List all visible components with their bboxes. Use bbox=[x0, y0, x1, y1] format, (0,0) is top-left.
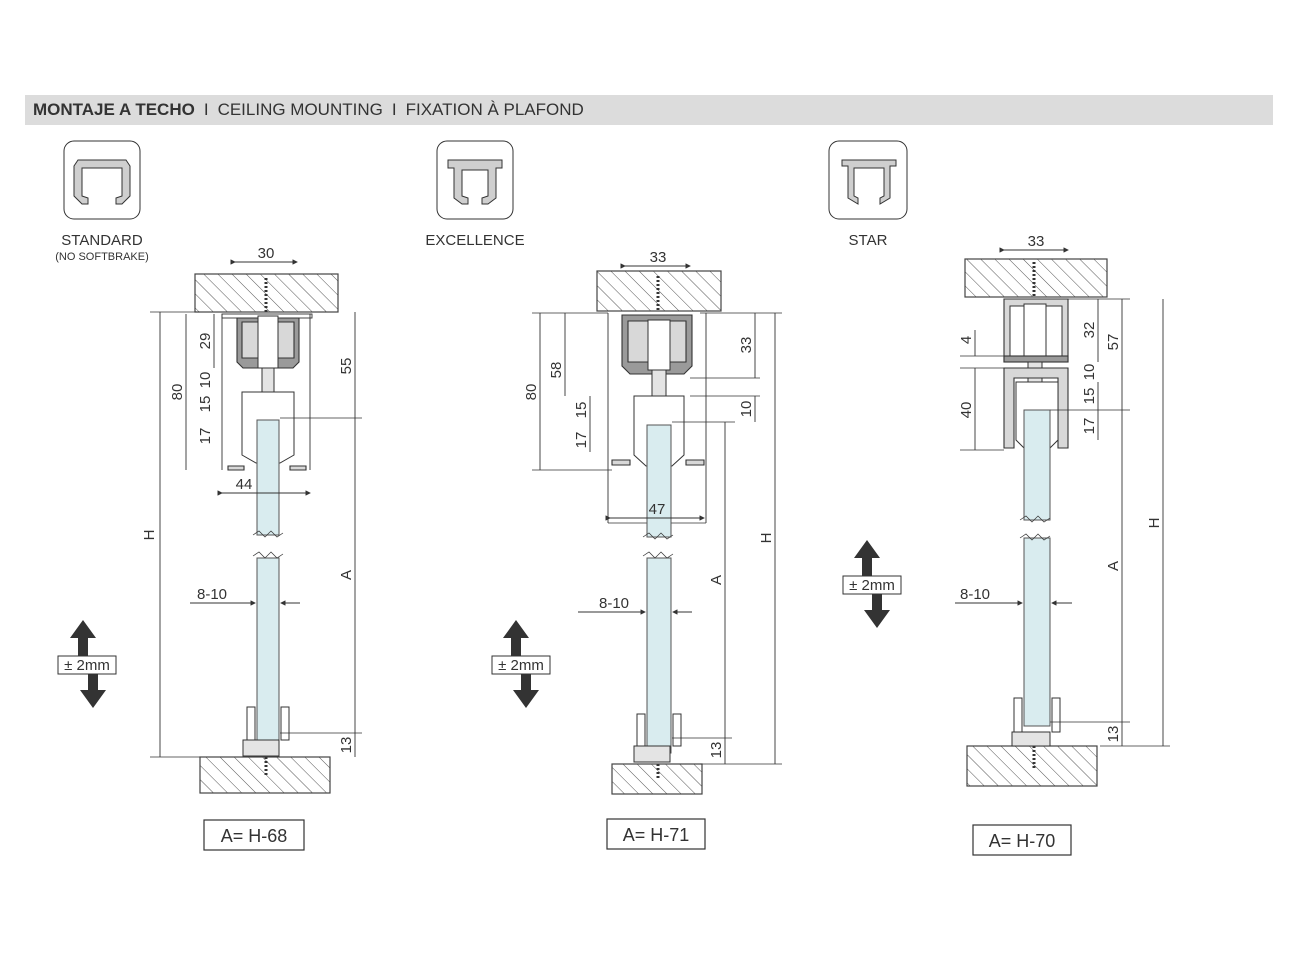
title-es: MONTAJE A TECHO bbox=[33, 100, 195, 119]
excellence-name: EXCELLENCE bbox=[425, 232, 524, 249]
star-adjust: ± 2mm bbox=[849, 577, 895, 594]
excellence-glass-top bbox=[646, 424, 672, 538]
standard-profile-icon bbox=[63, 140, 141, 220]
star-floor bbox=[966, 745, 1098, 787]
section-header: MONTAJE A TECHO I CEILING MOUNTING I FIX… bbox=[25, 95, 1273, 125]
standard-dim-17: 17 bbox=[197, 428, 214, 445]
standard-subname: (NO SOFTBRAKE) bbox=[55, 251, 149, 263]
standard-name: STANDARD bbox=[61, 232, 143, 249]
panel-star: STAR 33 4 40 32 57 bbox=[828, 140, 1170, 856]
standard-dim-15: 15 bbox=[197, 396, 214, 413]
excellence-dim-width: 33 bbox=[650, 249, 667, 266]
excellence-dim-total: 80 bbox=[523, 384, 540, 401]
title-separator: I bbox=[203, 100, 209, 119]
standard-glass-bottom bbox=[256, 557, 280, 744]
standard-dim-glass: 8-10 bbox=[197, 586, 227, 603]
star-dim-17: 17 bbox=[1081, 418, 1098, 435]
star-dim-10: 10 bbox=[1081, 364, 1098, 381]
excellence-dim-right: 33 bbox=[738, 337, 755, 354]
excellence-profile-icon bbox=[436, 140, 514, 220]
standard-formula: A= H-68 bbox=[221, 826, 288, 846]
title-fr: FIXATION À PLAFOND bbox=[405, 100, 584, 119]
standard-rail bbox=[221, 313, 313, 471]
star-dim-4: 4 bbox=[958, 336, 975, 344]
excellence-dim-floor: 13 bbox=[708, 742, 725, 759]
excellence-dim-a: A bbox=[708, 575, 725, 585]
standard-dim-right: 55 bbox=[338, 358, 355, 375]
standard-dim-10: 10 bbox=[197, 372, 214, 389]
star-ceiling bbox=[964, 258, 1108, 298]
star-dim-15: 15 bbox=[1081, 388, 1098, 405]
excellence-formula: A= H-71 bbox=[623, 825, 690, 845]
excellence-rail bbox=[607, 313, 707, 524]
title-separator: I bbox=[391, 100, 397, 119]
star-dim-h: H bbox=[1146, 518, 1163, 529]
standard-dim-floor: 13 bbox=[338, 737, 355, 754]
standard-dim-base: 44 bbox=[236, 476, 253, 493]
star-dim-40: 40 bbox=[958, 402, 975, 419]
star-dim-57: 57 bbox=[1105, 334, 1122, 351]
excellence-adjust: ± 2mm bbox=[498, 657, 544, 674]
standard-dim-width: 30 bbox=[258, 245, 275, 262]
star-adjust-arrow-icon: ± 2mm bbox=[842, 540, 902, 628]
star-dim-glass: 8-10 bbox=[960, 586, 990, 603]
standard-adjust: ± 2mm bbox=[64, 657, 110, 674]
title-en: CEILING MOUNTING bbox=[217, 100, 383, 119]
excellence-dim-17: 17 bbox=[573, 432, 590, 449]
star-glass-top bbox=[1023, 409, 1051, 521]
standard-adjust-arrow-icon: ± 2mm bbox=[57, 620, 117, 708]
star-profile-icon bbox=[828, 140, 908, 220]
star-dim-32: 32 bbox=[1081, 322, 1098, 339]
star-formula: A= H-70 bbox=[989, 831, 1056, 851]
panel-excellence: EXCELLENCE 33 80 58 15 17 bbox=[425, 140, 782, 850]
excellence-dim-10: 10 bbox=[738, 401, 755, 418]
excellence-adjust-arrow-icon: ± 2mm bbox=[491, 620, 551, 708]
standard-dim-h: H bbox=[141, 530, 158, 541]
excellence-dim-15: 15 bbox=[573, 402, 590, 419]
standard-dim-total: 80 bbox=[169, 384, 186, 401]
excellence-dim-base: 47 bbox=[649, 501, 666, 518]
star-rail bbox=[1003, 298, 1069, 449]
star-dim-a: A bbox=[1105, 561, 1122, 571]
excellence-dim-top: 58 bbox=[548, 362, 565, 379]
excellence-glass-bottom bbox=[646, 557, 672, 754]
panel-standard: STANDARD (NO SOFTBRAKE) bbox=[55, 140, 362, 851]
star-glass-bottom bbox=[1023, 537, 1051, 727]
star-dim-floor: 13 bbox=[1105, 726, 1122, 743]
standard-glass-top bbox=[256, 419, 280, 536]
star-name: STAR bbox=[849, 232, 888, 249]
star-dim-width: 33 bbox=[1028, 233, 1045, 250]
standard-ceiling bbox=[194, 273, 339, 313]
excellence-dim-glass: 8-10 bbox=[599, 595, 629, 612]
standard-dim-top: 29 bbox=[197, 333, 214, 350]
excellence-dim-h: H bbox=[758, 533, 775, 544]
standard-dim-a: A bbox=[338, 570, 355, 580]
